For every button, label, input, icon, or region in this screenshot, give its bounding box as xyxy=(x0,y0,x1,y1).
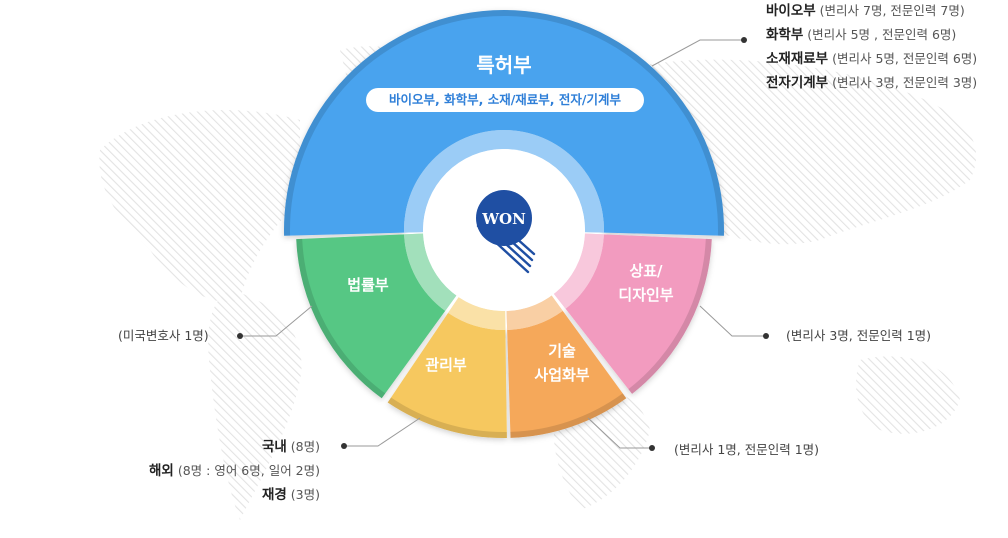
patent-details: 바이오부 (변리사 7명, 전문인력 7명) 화학부 (변리사 5명 , 전문인… xyxy=(766,0,977,95)
law-leader-dot xyxy=(237,333,243,339)
detail-name: 해외 xyxy=(149,463,174,479)
trademark-title-line1: 상표/ xyxy=(629,262,663,280)
logo-text: WON xyxy=(481,210,526,228)
trademark-leader-dot xyxy=(763,333,769,339)
trademark-leader-line xyxy=(699,305,766,337)
tech-detail: (변리사 1명, 전문인력 1명) xyxy=(674,442,820,457)
patent-leader-dot xyxy=(741,37,747,43)
law-detail: (미국변호사 1명) xyxy=(118,328,209,343)
detail-count: (8명) xyxy=(290,439,320,454)
patent-inner-ring-highlight xyxy=(404,130,605,233)
law-department-segment[interactable] xyxy=(296,234,446,399)
trademark-inner-ring-highlight xyxy=(553,233,604,309)
admin-inner-ring-highlight xyxy=(448,297,506,330)
law-inner-ring-highlight xyxy=(404,233,457,311)
admin-detail-row: 재경 (3명) xyxy=(149,483,320,507)
tech-inner-ring xyxy=(506,295,563,330)
admin-title: 관리부 xyxy=(425,356,467,374)
tech-leader-line xyxy=(587,417,652,449)
tech-title-line1: 기술 xyxy=(548,342,576,360)
detail-name: 재경 xyxy=(261,487,287,503)
trademark-title-line2: 디자인부 xyxy=(618,286,673,304)
trademark-detail: (변리사 3명, 전문인력 1명) xyxy=(786,328,932,343)
tech-commercialization-department-segment[interactable] xyxy=(507,310,627,438)
patent-department-segment[interactable] xyxy=(284,10,724,236)
patent-inner-ring xyxy=(404,130,605,233)
inner-ring xyxy=(404,130,605,330)
detail-name: 바이오부 xyxy=(766,3,816,19)
detail-name: 소재재료부 xyxy=(766,51,829,67)
tech-leader-dot xyxy=(649,445,655,451)
admin-inner-ring xyxy=(448,297,506,330)
tech-edge-band xyxy=(510,393,627,438)
patent-title: 특허부 xyxy=(476,53,531,77)
map-australia xyxy=(856,356,960,434)
trademark-inner-ring xyxy=(553,233,604,309)
logo-circle xyxy=(476,190,532,246)
map-south-america xyxy=(208,290,302,520)
won-logo-icon: WON xyxy=(476,190,536,274)
patent-detail-row: 소재재료부 (변리사 5명, 전문인력 6명) xyxy=(766,47,977,71)
detail-count: (변리사 7명, 전문인력 7명) xyxy=(819,3,965,18)
detail-name: 화학부 xyxy=(766,27,804,43)
detail-name: 전자기계부 xyxy=(766,75,829,91)
admin-leader-line xyxy=(344,417,421,447)
patent-detail-row: 화학부 (변리사 5명 , 전문인력 6명) xyxy=(766,23,977,47)
law-leader-line xyxy=(240,305,313,337)
detail-name: 국내 xyxy=(261,439,287,455)
detail-count: (3명) xyxy=(290,487,320,502)
law-title: 법률부 xyxy=(347,276,389,294)
detail-count: (변리사 3명, 전문인력 3명) xyxy=(832,75,978,90)
admin-details: 국내 (8명) 해외 (8명 : 영어 6명, 일어 2명) 재경 (3명) xyxy=(149,435,320,507)
tech-title-line2: 사업화부 xyxy=(534,366,589,384)
patent-leader-line xyxy=(651,39,744,67)
admin-leader-dot xyxy=(341,443,347,449)
admin-edge-band xyxy=(387,397,507,438)
tech-inner-ring-highlight xyxy=(506,295,563,330)
map-north-america xyxy=(99,110,300,302)
admin-detail-row: 해외 (8명 : 영어 6명, 일어 2명) xyxy=(149,459,320,483)
admin-detail-row: 국내 (8명) xyxy=(149,435,320,459)
trademark-design-department-segment[interactable] xyxy=(565,234,712,394)
patent-detail-row: 전자기계부 (변리사 3명, 전문인력 3명) xyxy=(766,71,977,95)
patent-subdivisions-pill: 바이오부, 화학부, 소재/재료부, 전자/기계부 xyxy=(366,88,644,112)
admin-department-segment[interactable] xyxy=(387,312,507,438)
detail-count: (변리사 5명, 전문인력 6명) xyxy=(832,51,978,66)
detail-count: (8명 : 영어 6명, 일어 2명) xyxy=(177,463,320,478)
law-inner-ring xyxy=(404,233,457,311)
detail-count: (변리사 5명 , 전문인력 6명) xyxy=(807,27,957,42)
patent-detail-row: 바이오부 (변리사 7명, 전문인력 7명) xyxy=(766,0,977,23)
